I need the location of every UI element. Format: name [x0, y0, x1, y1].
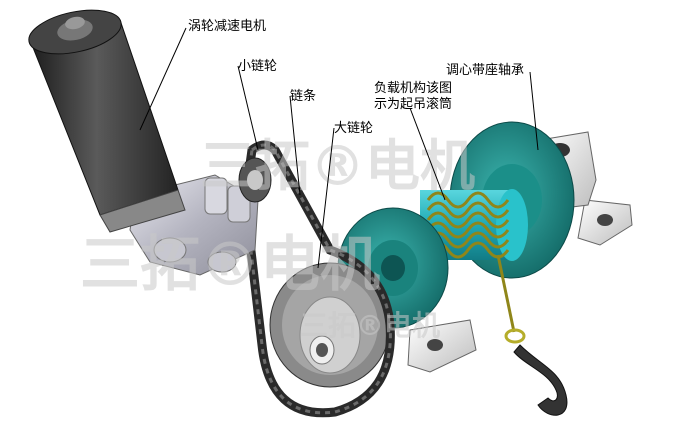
roller-chain	[240, 140, 395, 418]
watermark-text-small: 三拓®电机	[300, 309, 440, 342]
label-load-line-2: 示为起吊滚筒	[374, 96, 452, 112]
label-worm-gear-motor: 涡轮减速电机	[188, 19, 266, 34]
lifting-hook	[496, 254, 568, 416]
watermark-text-upper: 三拓®电机	[200, 134, 475, 198]
label-small-sprocket: 小链轮	[238, 59, 277, 74]
bearing-block-near	[407, 319, 477, 373]
label-bearing: 调心带座轴承	[446, 63, 524, 78]
watermark: 三拓®电机 三拓®电机 三拓®电机	[80, 134, 475, 342]
large-sprocket	[269, 262, 391, 388]
leader-lines	[139, 27, 539, 269]
watermark-text-large: 三拓®电机	[80, 230, 380, 300]
label-chain: 链条	[290, 88, 316, 104]
label-load-line-1: 负载机构该图	[374, 81, 452, 96]
motor-body	[28, 9, 186, 233]
small-sprocket	[238, 157, 272, 203]
label-large-sprocket: 大链轮	[334, 121, 373, 136]
